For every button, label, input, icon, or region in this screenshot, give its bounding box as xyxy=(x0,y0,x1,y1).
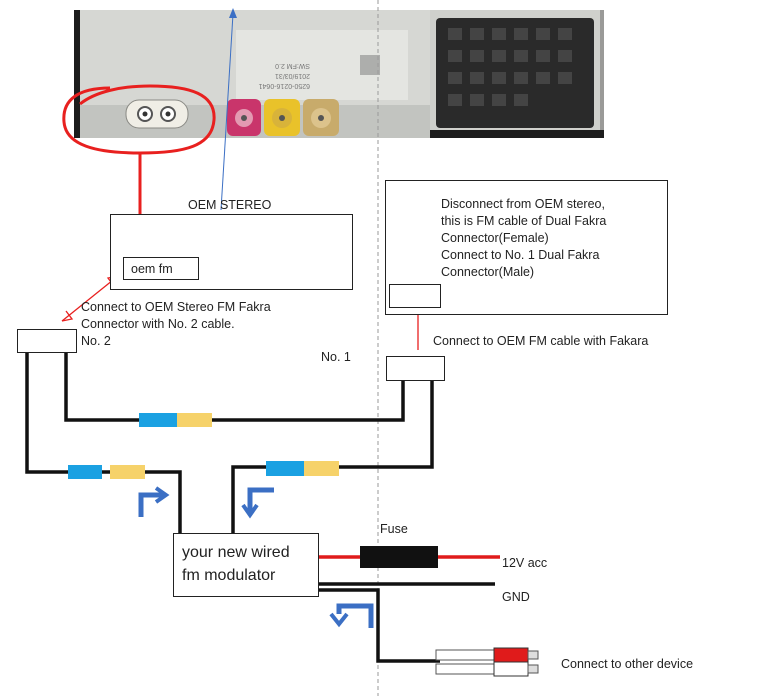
flow-arrow-icon xyxy=(241,487,274,519)
no2-connector xyxy=(17,329,77,353)
highlight-circle xyxy=(62,84,216,155)
sleeve-yellow xyxy=(177,413,212,427)
no1-label: No. 1 xyxy=(321,350,351,364)
oem-fm-fakra-connector xyxy=(125,99,189,129)
modulator-label: your new wired xyxy=(182,544,290,561)
sleeve-blue xyxy=(68,465,102,479)
no2-label: No. 2 xyxy=(81,334,111,348)
sticker-line: SW:FM 2.0 xyxy=(275,62,310,69)
sleeve-blue xyxy=(139,413,177,427)
sleeve-blue xyxy=(266,461,304,476)
oem-fm-box xyxy=(123,257,199,280)
note-line: this is FM cable of Dual Fakra xyxy=(441,214,607,228)
no2-link-arrow xyxy=(61,275,119,322)
modulator-label: fm modulator xyxy=(182,567,276,584)
stereo-pointer-line xyxy=(220,13,234,211)
sleeve-yellow xyxy=(304,461,339,476)
rca-plug-icon xyxy=(435,647,539,677)
oem-stereo-label: OEM STEREO xyxy=(188,198,272,212)
flow-arrow-icon xyxy=(329,603,374,628)
sticker-line: 6250-0216-0641 xyxy=(259,82,310,89)
note-line: Disconnect from OEM stereo, xyxy=(441,197,605,211)
disconnect-note: Disconnect from OEM stereo, this is FM c… xyxy=(441,196,606,281)
sticker-line: 2019/03/31 xyxy=(275,72,310,79)
note-line: Connect to No. 1 Dual Fakra xyxy=(441,248,600,262)
oem-fm-label: oem fm xyxy=(131,262,173,276)
acc-label: 12V acc xyxy=(502,556,548,570)
connect-no2-label: Connector with No. 2 cable. xyxy=(81,317,235,331)
gnd-label: GND xyxy=(502,590,530,604)
oem-stereo-photo: 6250-0216-0641 2019/03/31 SW:FM 2.0 xyxy=(62,10,604,155)
flow-arrow-icon xyxy=(138,486,170,517)
note-line: Connector(Female) xyxy=(441,231,549,245)
connect-fakara-label: Connect to OEM FM cable with Fakara xyxy=(433,334,649,348)
fm-modulator-box: your new wired fm modulator xyxy=(173,533,319,597)
no1-connector xyxy=(386,356,445,381)
note-line: Connector(Male) xyxy=(441,265,535,279)
stereo-pointer-arrow xyxy=(229,8,237,18)
sleeve-yellow xyxy=(110,465,145,479)
fuse xyxy=(360,546,438,568)
fuse-label: Fuse xyxy=(380,522,408,536)
oem-fm-cable-connector xyxy=(389,284,441,308)
connect-no2-label: Connect to OEM Stereo FM Fakra xyxy=(81,300,271,314)
other-device-label: Connect to other device xyxy=(561,657,694,671)
